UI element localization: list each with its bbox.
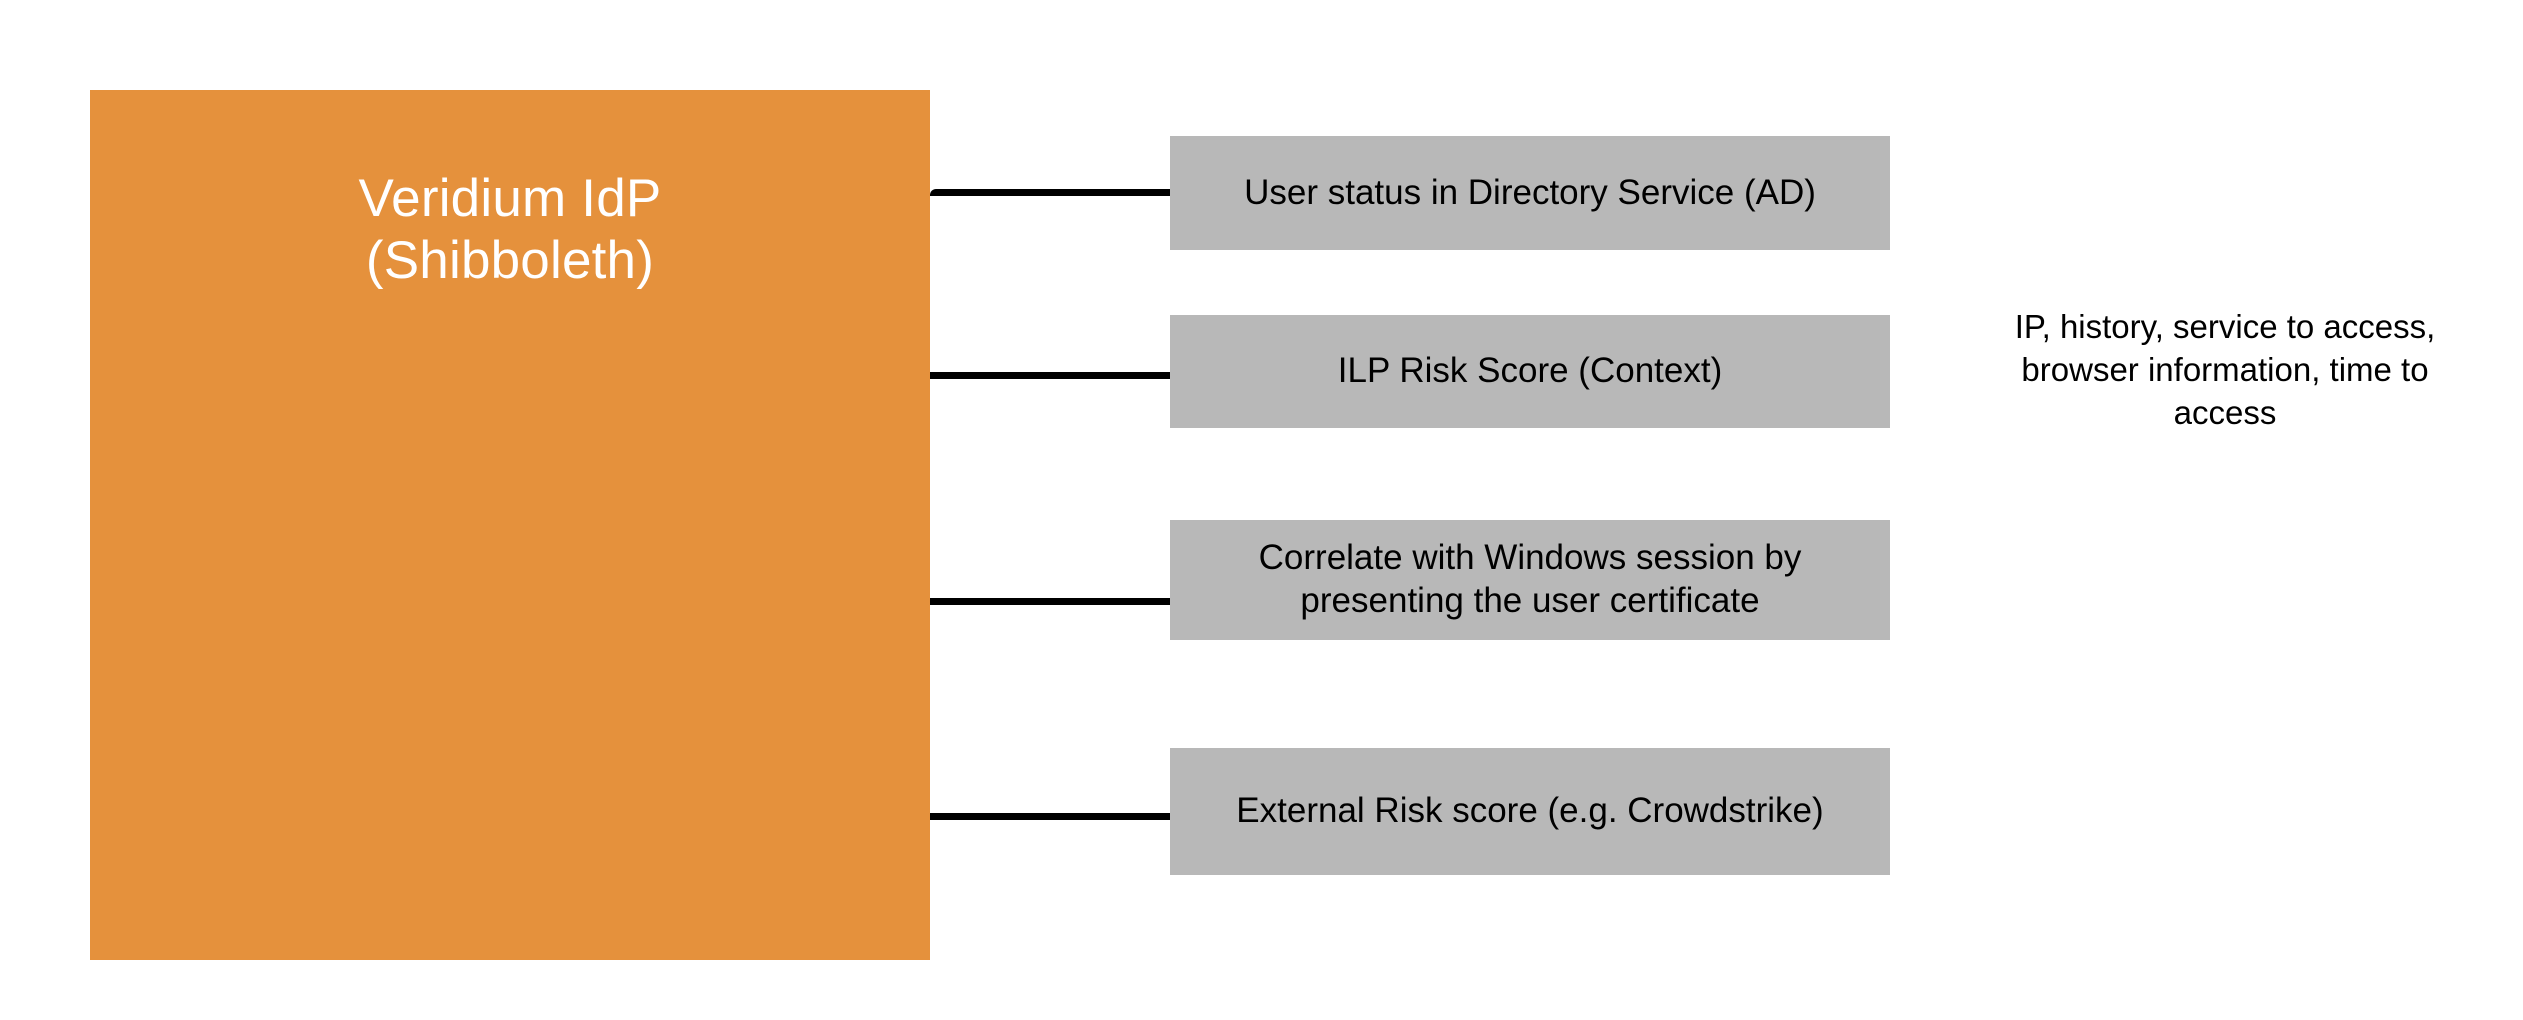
attribute-box-user-status[interactable]: User status in Directory Service (AD) [1170, 136, 1890, 250]
connector-line-1 [930, 189, 1174, 196]
veridium-idp-node-label: Veridium IdP (Shibboleth) [358, 169, 662, 290]
context-annotation-text: IP, history, service to access, browser … [2014, 308, 2436, 431]
attribute-box-label: ILP Risk Score (Context) [1337, 351, 1723, 391]
attribute-box-external-risk-score[interactable]: External Risk score (e.g. Crowdstrike) [1170, 748, 1890, 875]
attribute-box-label: Correlate with Windows session by presen… [1258, 538, 1802, 620]
connector-line-3 [930, 598, 1174, 605]
attribute-box-label: User status in Directory Service (AD) [1244, 172, 1816, 212]
attribute-box-label: External Risk score (e.g. Crowdstrike) [1236, 791, 1824, 831]
attribute-box-correlate-windows-session[interactable]: Correlate with Windows session by presen… [1170, 520, 1890, 640]
connector-line-2 [930, 372, 1174, 379]
connector-line-4 [930, 813, 1174, 820]
veridium-idp-node[interactable]: Veridium IdP (Shibboleth) [90, 90, 930, 960]
attribute-box-ilp-risk-score[interactable]: ILP Risk Score (Context) [1170, 315, 1890, 428]
